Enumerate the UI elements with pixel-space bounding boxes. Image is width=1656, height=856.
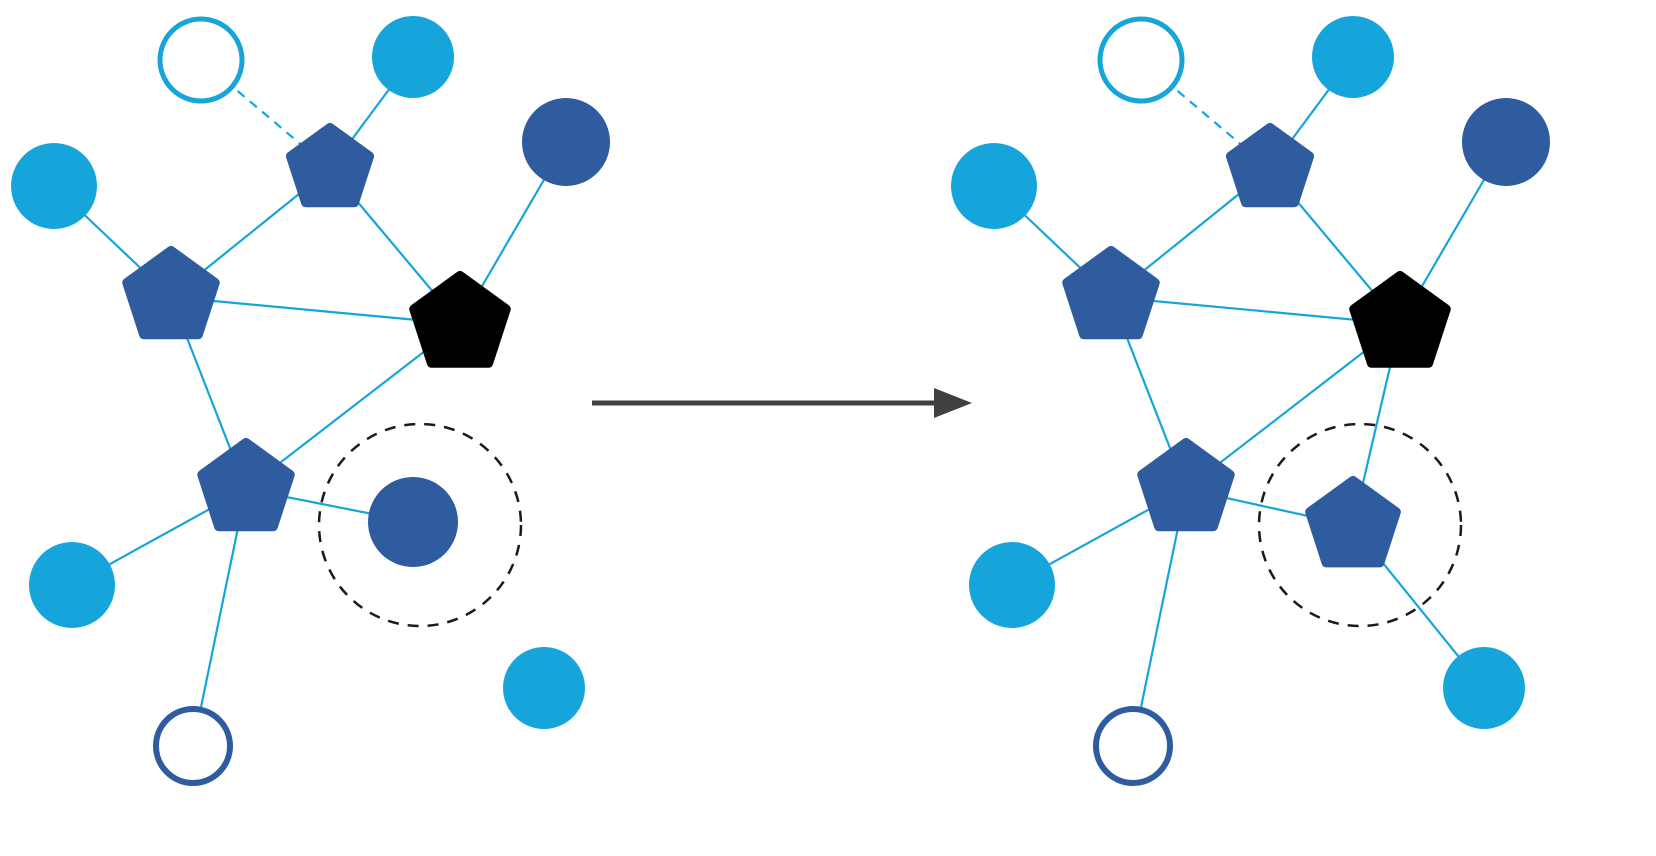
node-after-hollow-cyan-circle-top-circle [1097,16,1185,104]
node-after-cyan-circle-top-circle [1312,16,1394,98]
edge-after-pentagon-left--pentagon-black [1110,295,1401,326]
transform-arrow-head-icon [934,388,972,418]
node-before-cyan-circle-top-circle [372,16,454,98]
highlight-dashed-circle-before [317,422,523,628]
node-after-pentagon-black-pentagon [1349,271,1451,368]
edge-before-pentagon-bottom--hollow-dark-circle-bottom [191,488,248,747]
node-after-hollow-dark-circle-bottom-circle [1093,706,1173,786]
edge-before-pentagon-left--pentagon-black [170,295,461,326]
node-after-cyan-circle-left-circle [951,143,1037,229]
node-before-pentagon-black-pentagon [409,271,511,368]
node-before-pentagon-bottom-pentagon [197,438,295,532]
edge-before-hollow-cyan-circle-top--pentagon-top [200,59,331,170]
edge-after-hollow-cyan-circle-top--pentagon-top [1140,59,1271,170]
edge-after-pentagon-bottom--hollow-dark-circle-bottom [1131,488,1188,747]
node-after-highlighted-node-pentagon [1305,476,1401,568]
node-after-cyan-circle-bottom-right-circle [1443,647,1525,729]
node-before-pentagon-top-pentagon [286,123,374,208]
node-after-pentagon-top-pentagon [1226,123,1314,208]
node-after-pentagon-bottom-pentagon [1137,438,1235,532]
node-before-highlighted-node-circle [368,477,458,567]
node-after-pentagon-left-pentagon [1062,246,1160,340]
node-before-hollow-cyan-circle-top-circle [157,16,245,104]
node-after-cyan-circle-bottom-left-circle [969,542,1055,628]
graph-after [951,16,1550,786]
highlight-dashed-circle-after [1257,422,1463,628]
node-before-pentagon-left-pentagon [122,246,220,340]
node-before-dark-circle-right-circle [522,98,610,186]
graph-before [11,16,610,786]
node-before-cyan-circle-left-circle [11,143,97,229]
node-before-cyan-circle-bottom-right-circle [503,647,585,729]
node-after-dark-circle-right-circle [1462,98,1550,186]
node-before-cyan-circle-bottom-left-circle [29,542,115,628]
node-before-hollow-dark-circle-bottom-circle [153,706,233,786]
